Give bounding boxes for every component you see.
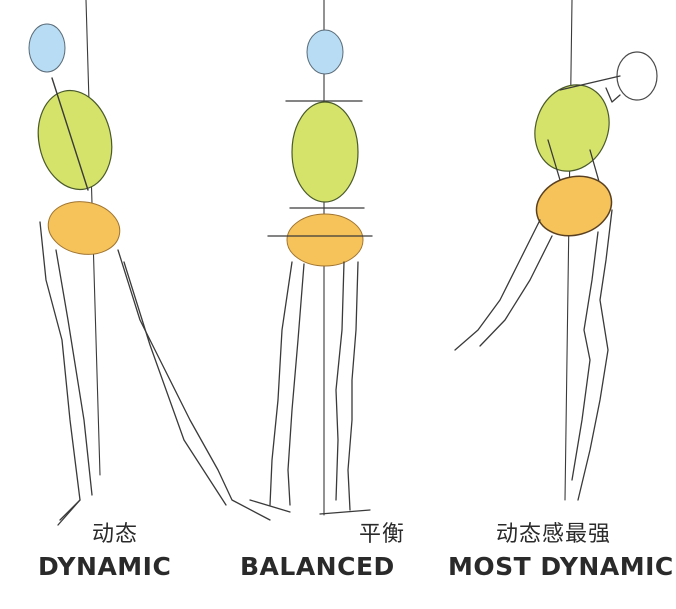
head-dynamic bbox=[28, 23, 66, 73]
leg-front-dynamic bbox=[117, 249, 271, 521]
caption-zh-balanced: 平衡 bbox=[359, 522, 406, 547]
torso-line-most-dynamic bbox=[547, 139, 601, 186]
head-balanced bbox=[306, 29, 344, 75]
figure-dynamic bbox=[28, 0, 271, 526]
leg-left-balanced bbox=[269, 261, 293, 506]
pelvis-most-dynamic bbox=[535, 175, 613, 237]
sketch-stroke bbox=[59, 499, 81, 521]
spine-line-most-dynamic bbox=[559, 75, 621, 91]
pelvis-balanced bbox=[286, 213, 364, 267]
chest-dynamic bbox=[37, 89, 113, 191]
chest-balanced bbox=[291, 101, 359, 203]
plumb-line-most-dynamic bbox=[564, 0, 573, 501]
neck-most-dynamic bbox=[605, 87, 621, 103]
caption-zh-most-dynamic: 动态感最强 bbox=[496, 522, 612, 547]
leg-back-inner-most-dynamic bbox=[479, 235, 553, 347]
caption-en-balanced: BALANCED bbox=[240, 552, 395, 581]
leg-front-most-dynamic bbox=[577, 209, 613, 501]
figure-most-dynamic bbox=[454, 0, 658, 501]
leg-front-inner-most-dynamic bbox=[571, 231, 599, 481]
leg-left-inner-balanced bbox=[287, 263, 305, 506]
chest-most-dynamic bbox=[534, 84, 610, 172]
leg-right-balanced bbox=[347, 261, 359, 511]
head-most-dynamic bbox=[616, 51, 658, 101]
leg-back-dynamic bbox=[39, 221, 81, 526]
caption-en-dynamic: DYNAMIC bbox=[38, 552, 172, 581]
caption-en-most-dynamic: MOST DYNAMIC bbox=[448, 552, 674, 581]
feet-balanced bbox=[249, 499, 371, 515]
leg-right-inner-balanced bbox=[335, 261, 345, 501]
pelvis-dynamic bbox=[47, 201, 121, 255]
leg-front-inner-dynamic bbox=[123, 261, 227, 506]
leg-back-most-dynamic bbox=[454, 219, 541, 351]
figure-balanced bbox=[249, 0, 373, 516]
leg-back-inner-dynamic bbox=[55, 249, 93, 496]
caption-zh-dynamic: 动态 bbox=[92, 522, 139, 547]
spine-line-dynamic bbox=[51, 77, 89, 191]
